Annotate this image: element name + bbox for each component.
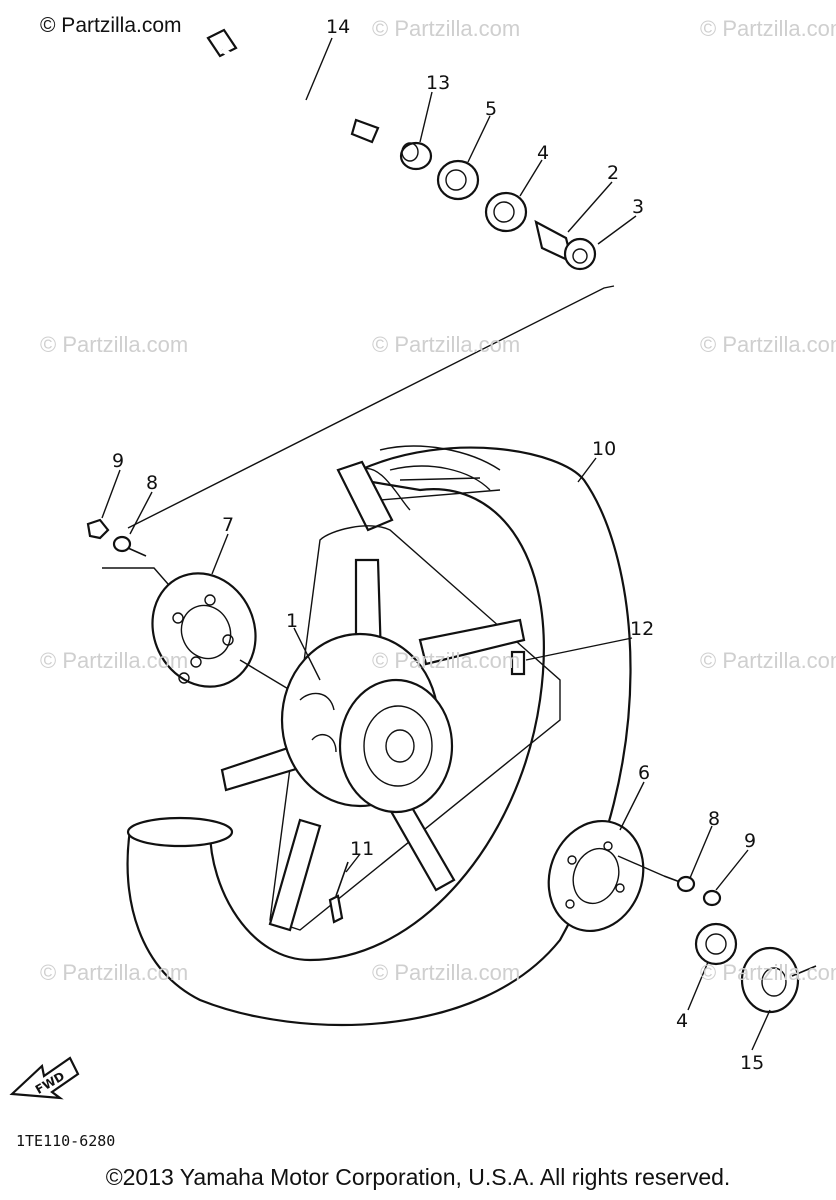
nut-right (702, 889, 722, 907)
wheel-hub-part (220, 525, 561, 932)
callout-3: 3 (632, 196, 645, 218)
watermark: © Partzilla.com (700, 332, 836, 357)
balance-weight-part (510, 650, 526, 676)
callout-4-lower: 4 (676, 1010, 689, 1032)
leader-lines (101, 37, 771, 1051)
callout-13: 13 (426, 72, 451, 94)
callout-12: 12 (630, 618, 655, 640)
watermark: © Partzilla.com (40, 332, 189, 357)
bearing-part-lower (694, 922, 738, 966)
callout-2: 2 (607, 162, 620, 184)
callout-5: 5 (485, 98, 498, 120)
oil-seal-part (436, 159, 480, 201)
watermark: © Partzilla.com (40, 960, 189, 985)
copyright-notice: ©2013 Yamaha Motor Corporation, U.S.A. A… (105, 1164, 731, 1190)
callout-8-left: 8 (146, 472, 159, 494)
valve-part (328, 861, 349, 924)
watermark: © Partzilla.com (700, 16, 836, 41)
callout-14: 14 (326, 16, 351, 38)
watermark: © Partzilla.com (372, 648, 521, 673)
watermark: © Partzilla.com (372, 16, 521, 41)
diagram-code: 1TE110-6280 (16, 1132, 116, 1150)
collar-part (399, 141, 433, 171)
callout-6: 6 (638, 762, 651, 784)
tire-part (126, 445, 632, 1027)
callout-10: 10 (592, 438, 617, 460)
brake-disc-right (547, 819, 645, 933)
watermark: © Partzilla.com (372, 960, 521, 985)
callout-4-upper: 4 (537, 142, 550, 164)
bearing-part-upper (484, 191, 528, 233)
callout-7: 7 (222, 514, 235, 536)
watermark: © Partzilla.com (372, 332, 521, 357)
callout-15: 15 (740, 1052, 765, 1074)
bolt-right (663, 875, 696, 893)
watermark: © Partzilla.com (700, 960, 836, 985)
spacer-part (534, 219, 597, 271)
callout-8-right: 8 (708, 808, 721, 830)
axle-part (206, 28, 380, 144)
meter-gear-part (740, 946, 817, 1014)
watermark: © Partzilla.com (40, 14, 182, 37)
callout-11: 11 (350, 838, 375, 860)
callout-9-left: 9 (112, 450, 125, 472)
watermark: © Partzilla.com (700, 648, 836, 673)
nut-left (86, 518, 110, 540)
watermark: © Partzilla.com (40, 648, 189, 673)
brake-disc-left (151, 572, 257, 688)
bolt-left (112, 535, 147, 557)
callout-1: 1 (286, 610, 299, 632)
callout-9-right: 9 (744, 830, 757, 852)
fwd-arrow-icon (9, 1056, 80, 1100)
